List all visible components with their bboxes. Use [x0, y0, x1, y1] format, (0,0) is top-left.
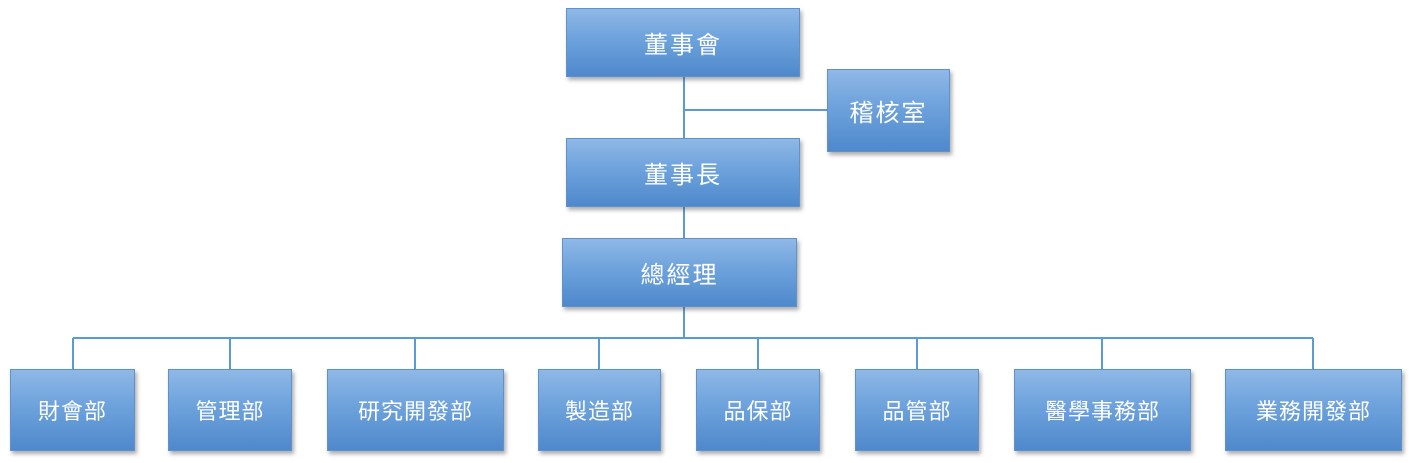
department-quality-assurance-box: 品保部: [696, 369, 820, 451]
department-medical-affairs-box: 醫學事務部: [1014, 369, 1191, 451]
department-quality-control-box: 品管部: [855, 369, 979, 451]
general-manager-box: 總經理: [562, 238, 797, 307]
department-manufacturing-box: 製造部: [538, 369, 661, 451]
department-business-development-box: 業務開發部: [1225, 369, 1402, 451]
department-management-box: 管理部: [168, 369, 292, 451]
chairman-box: 董事長: [566, 138, 800, 207]
board-box: 董事會: [566, 8, 800, 77]
audit-office-box: 稽核室: [827, 69, 950, 152]
department-finance-box: 財會部: [10, 369, 135, 451]
department-rnd-box: 研究開發部: [327, 369, 504, 451]
